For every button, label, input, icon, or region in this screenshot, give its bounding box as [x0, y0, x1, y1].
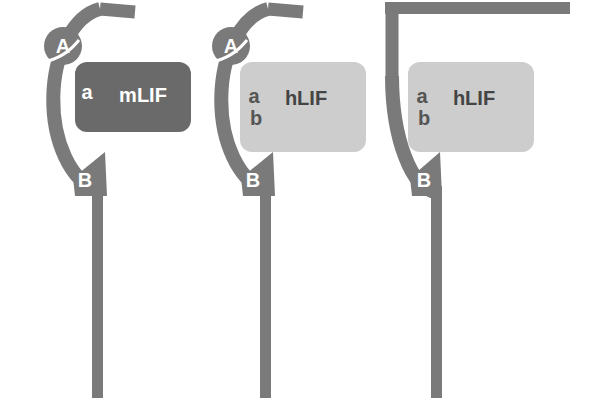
- receptor-shape: B: [370, 0, 575, 398]
- ligand-label: b: [250, 107, 262, 129]
- domain-label: B: [417, 169, 431, 191]
- ligand-label: hLIF: [285, 87, 327, 109]
- domain-label: B: [246, 169, 260, 191]
- receptor-outline: [203, 0, 333, 398]
- receptor-shape: AB: [203, 0, 333, 398]
- receptor-shape: AB: [35, 0, 165, 398]
- ligand-label: hLIF: [453, 87, 495, 109]
- ligand-box: ab hLIF: [240, 62, 366, 152]
- receptor-outline: [370, 0, 575, 398]
- ligand-box: ab hLIF: [408, 62, 534, 152]
- ligand-label: a: [81, 81, 92, 103]
- receptor-outline: [35, 0, 165, 398]
- ligand-box: a mLIF: [75, 62, 191, 132]
- ligand-label: a: [416, 85, 427, 107]
- domain-label: A: [224, 35, 238, 57]
- ligand-label: mLIF: [119, 84, 167, 106]
- ligand-label: a: [248, 85, 259, 107]
- ligand-label: b: [418, 107, 430, 129]
- domain-label: B: [78, 169, 92, 191]
- domain-label: A: [56, 35, 70, 57]
